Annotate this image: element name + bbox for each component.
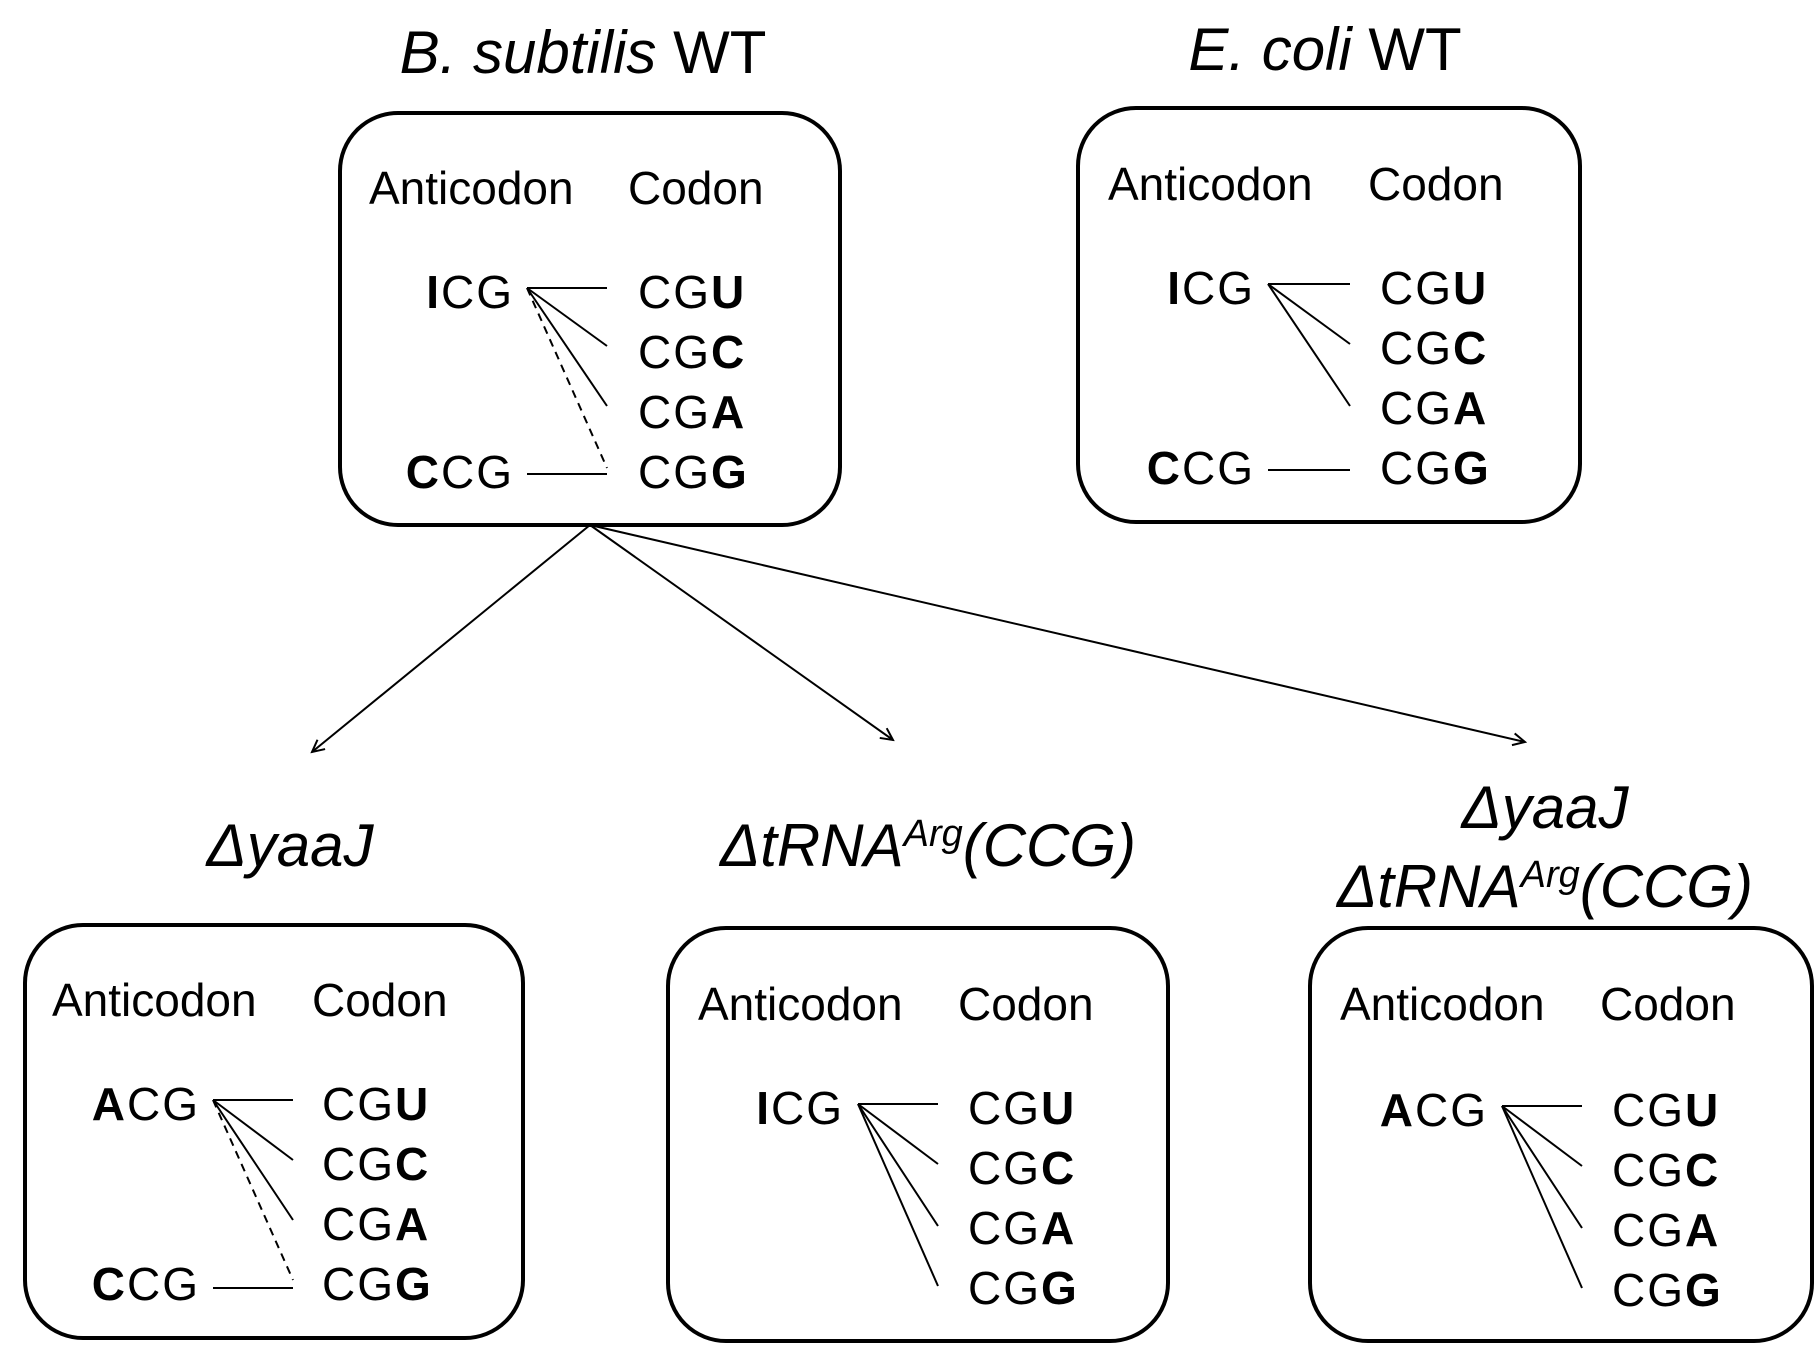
codon-CGC: CGC bbox=[638, 326, 746, 378]
codon-CGG: CGG bbox=[968, 1262, 1079, 1314]
title-double-trna-arg-ccg: ΔtRNAArg(CCG) bbox=[1335, 853, 1753, 920]
arrow-to-yaaj bbox=[312, 524, 591, 752]
codon-CGA: CGA bbox=[1612, 1204, 1720, 1256]
codon-CGA: CGA bbox=[968, 1202, 1076, 1254]
panel-box bbox=[666, 926, 1170, 1343]
panel-delta-trna-arg-ccg: Anticodon Codon ICG CGU CGC CGA CGG bbox=[666, 926, 1170, 1343]
pairing-line bbox=[857, 1103, 939, 1287]
weak-pairing-line bbox=[212, 1099, 294, 1281]
codon-CGA: CGA bbox=[1380, 382, 1488, 434]
pairing-line bbox=[1267, 283, 1351, 407]
anticodon-header: Anticodon bbox=[52, 974, 257, 1026]
codon-CGU: CGU bbox=[1612, 1084, 1720, 1136]
anticodon-header: Anticodon bbox=[1108, 158, 1313, 210]
trna-anticodon-ICG: ICG bbox=[1167, 262, 1255, 314]
panel-bsubtilis-wt: Anticodon Codon ICG CCG CGU CGC CGA CGG bbox=[338, 111, 842, 527]
arrow-to-trna bbox=[589, 524, 893, 740]
pairing-line bbox=[212, 1099, 294, 1161]
pairing-line bbox=[857, 1103, 939, 1227]
pairing-line bbox=[212, 1099, 294, 1221]
codon-CGC: CGC bbox=[1380, 322, 1488, 374]
anticodon-header: Anticodon bbox=[1340, 978, 1545, 1030]
pairing-line bbox=[1501, 1105, 1583, 1167]
arrow-to-double bbox=[589, 524, 1525, 742]
trna-anticodon-CCG: CCG bbox=[92, 1258, 200, 1310]
codon-header: Codon bbox=[312, 974, 448, 1026]
title-ecoli-wt: E. coli WT bbox=[1188, 16, 1461, 83]
codon-CGG: CGG bbox=[1380, 442, 1491, 494]
panel-box bbox=[23, 923, 525, 1340]
title-bsubtilis-wt: B. subtilis WT bbox=[400, 19, 767, 86]
codon-CGU: CGU bbox=[1380, 262, 1488, 314]
pairing-line bbox=[1267, 283, 1351, 345]
codon-CGC: CGC bbox=[1612, 1144, 1720, 1196]
trna-anticodon-ICG: ICG bbox=[756, 1082, 844, 1134]
trna-anticodon-CCG: CCG bbox=[1147, 442, 1255, 494]
codon-header: Codon bbox=[1368, 158, 1504, 210]
pairing-line bbox=[857, 1103, 939, 1165]
weak-pairing-line bbox=[526, 287, 608, 469]
codon-CGC: CGC bbox=[968, 1142, 1076, 1194]
pairing-line bbox=[1501, 1105, 1583, 1289]
codon-CGU: CGU bbox=[322, 1078, 430, 1130]
codon-CGU: CGU bbox=[638, 266, 746, 318]
trna-anticodon-ACG: ACG bbox=[92, 1078, 200, 1130]
codon-CGG: CGG bbox=[638, 446, 749, 498]
title-double-yaaj: ΔyaaJ bbox=[1459, 774, 1629, 841]
codon-header: Codon bbox=[958, 978, 1094, 1030]
codon-header: Codon bbox=[1600, 978, 1736, 1030]
codon-CGC: CGC bbox=[322, 1138, 430, 1190]
anticodon-header: Anticodon bbox=[698, 978, 903, 1030]
panel-delta-yaaj: Anticodon Codon ACG CCG CGU CGC CGA CGG bbox=[23, 923, 525, 1340]
pairing-line bbox=[526, 287, 608, 407]
codon-CGG: CGG bbox=[1612, 1264, 1723, 1316]
trna-anticodon-CCG: CCG bbox=[406, 446, 514, 498]
derivation-arrows bbox=[312, 524, 1525, 752]
title-delta-yaaj: ΔyaaJ bbox=[204, 812, 374, 879]
panel-ecoli-wt: Anticodon Codon ICG CCG CGU CGC CGA CGG bbox=[1076, 106, 1582, 524]
trna-anticodon-ICG: ICG bbox=[426, 266, 514, 318]
title-delta-trna-arg-ccg: ΔtRNAArg(CCG) bbox=[718, 812, 1136, 879]
pairing-line bbox=[1501, 1105, 1583, 1229]
panel-box bbox=[1308, 926, 1814, 1343]
codon-header: Codon bbox=[628, 162, 764, 214]
pairing-line bbox=[526, 287, 608, 347]
trna-anticodon-ACG: ACG bbox=[1380, 1084, 1488, 1136]
codon-CGG: CGG bbox=[322, 1258, 433, 1310]
panel-double-mutant: Anticodon Codon ACG CGU CGC CGA CGG bbox=[1308, 926, 1814, 1343]
panel-box bbox=[1076, 106, 1582, 524]
codon-CGA: CGA bbox=[322, 1198, 430, 1250]
anticodon-header: Anticodon bbox=[369, 162, 574, 214]
codon-CGA: CGA bbox=[638, 386, 746, 438]
codon-CGU: CGU bbox=[968, 1082, 1076, 1134]
